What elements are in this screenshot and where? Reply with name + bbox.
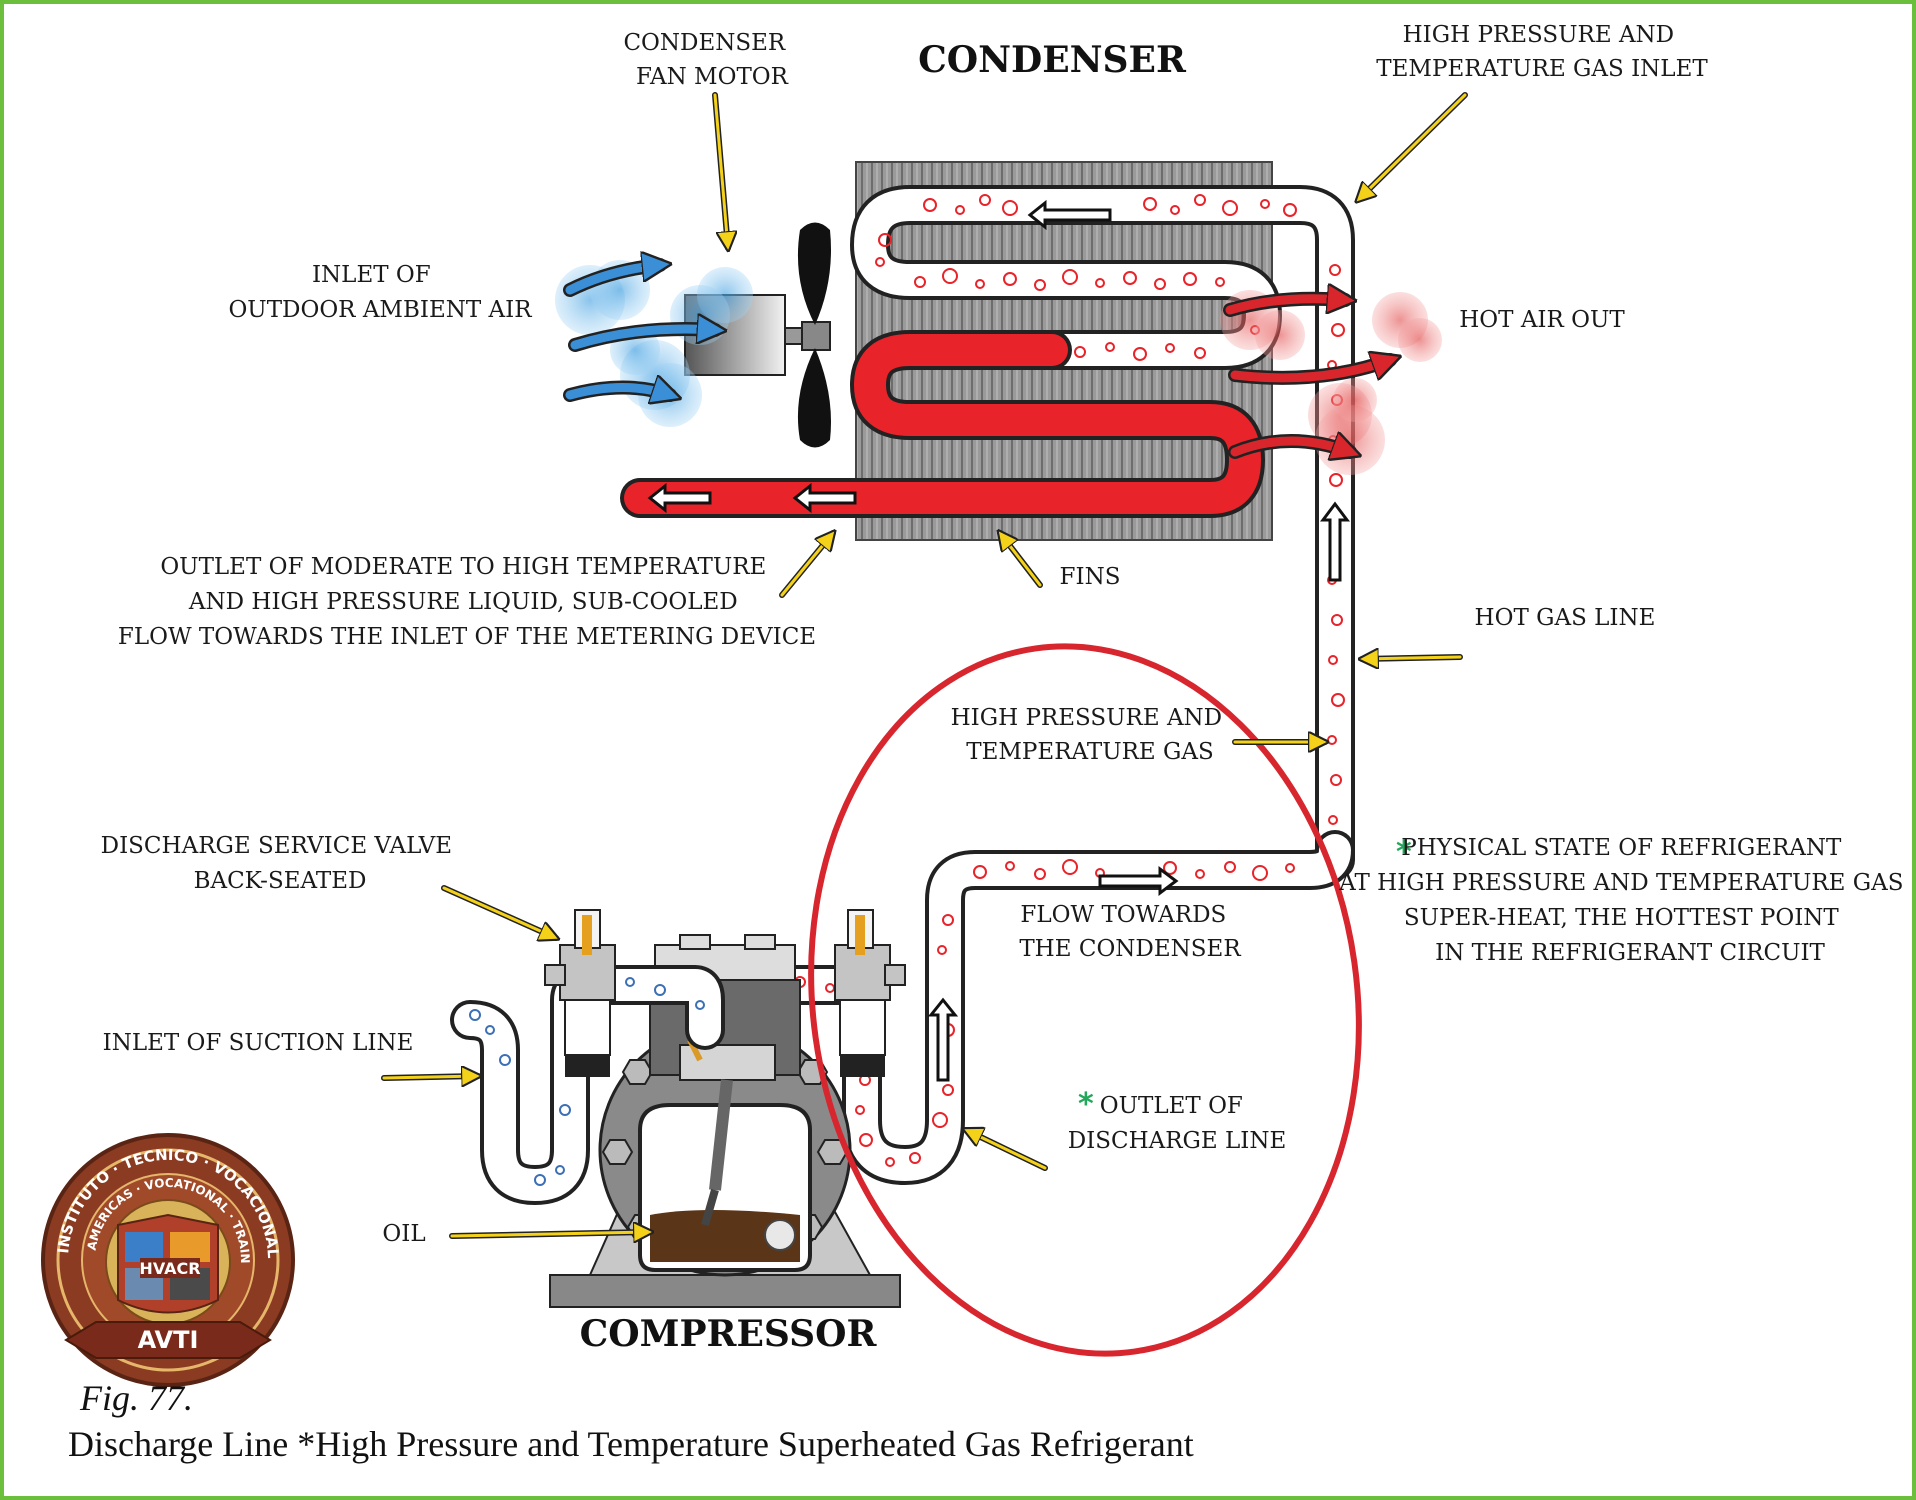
figure-caption: Discharge Line *High Pressure and Temper… [68,1424,1194,1464]
discharge-highlight-ring [808,643,1362,1357]
compressor [549,934,901,1308]
logo-badge: HVACR [139,1259,200,1278]
compressor-title: COMPRESSOR [580,1313,878,1355]
inlet-air-flow [555,260,753,427]
logo-banner: AVTI [138,1326,199,1354]
hot-air-out-flow [1220,290,1442,475]
label-hot-air-out: HOT AIR OUT [1459,307,1625,333]
label-physical-state: PHYSICAL STATE OF REFRIGERANT AT HIGH PR… [1338,835,1911,966]
label-suction-inlet: INLET OF SUCTION LINE [103,1030,414,1056]
label-condenser-fan-motor: CONDENSER FAN MOTOR [623,30,792,90]
gas-bubbles-condenser [875,194,1297,361]
label-outdoor-air: INLET OF OUTDOOR AMBIENT AIR [228,262,532,323]
avti-logo: INSTITUTO · TECNICO · VOCACIONAL · DE · … [0,0,295,1387]
label-discharge-outlet: OUTLET OF DISCHARGE LINE [1068,1093,1287,1154]
label-outlet-liquid: OUTLET OF MODERATE TO HIGH TEMPERATURE A… [118,554,816,650]
star-physical-state: * [1396,835,1412,870]
label-oil: OIL [382,1221,425,1247]
star-discharge-outlet: * [1078,1087,1094,1122]
condenser-title: CONDENSER [918,39,1187,81]
label-flow-condenser: FLOW TOWARDS THE CONDENSER [1019,902,1241,962]
figure-number: Fig. 77. [79,1378,193,1418]
label-hp-gas-inlet: HIGH PRESSURE AND TEMPERATURE GAS INLET [1376,22,1708,82]
label-hot-gas-line: HOT GAS LINE [1475,605,1656,631]
suction-service-valve [544,909,616,1077]
suction-line [450,965,725,1206]
label-hp-gas: HIGH PRESSURE AND TEMPERATURE GAS [951,705,1230,765]
label-fins: FINS [1060,564,1121,590]
pointer-arrows [381,92,1468,1236]
discharge-service-valve [834,909,906,1077]
label-discharge-valve: DISCHARGE SERVICE VALVE BACK-SEATED [101,833,460,894]
